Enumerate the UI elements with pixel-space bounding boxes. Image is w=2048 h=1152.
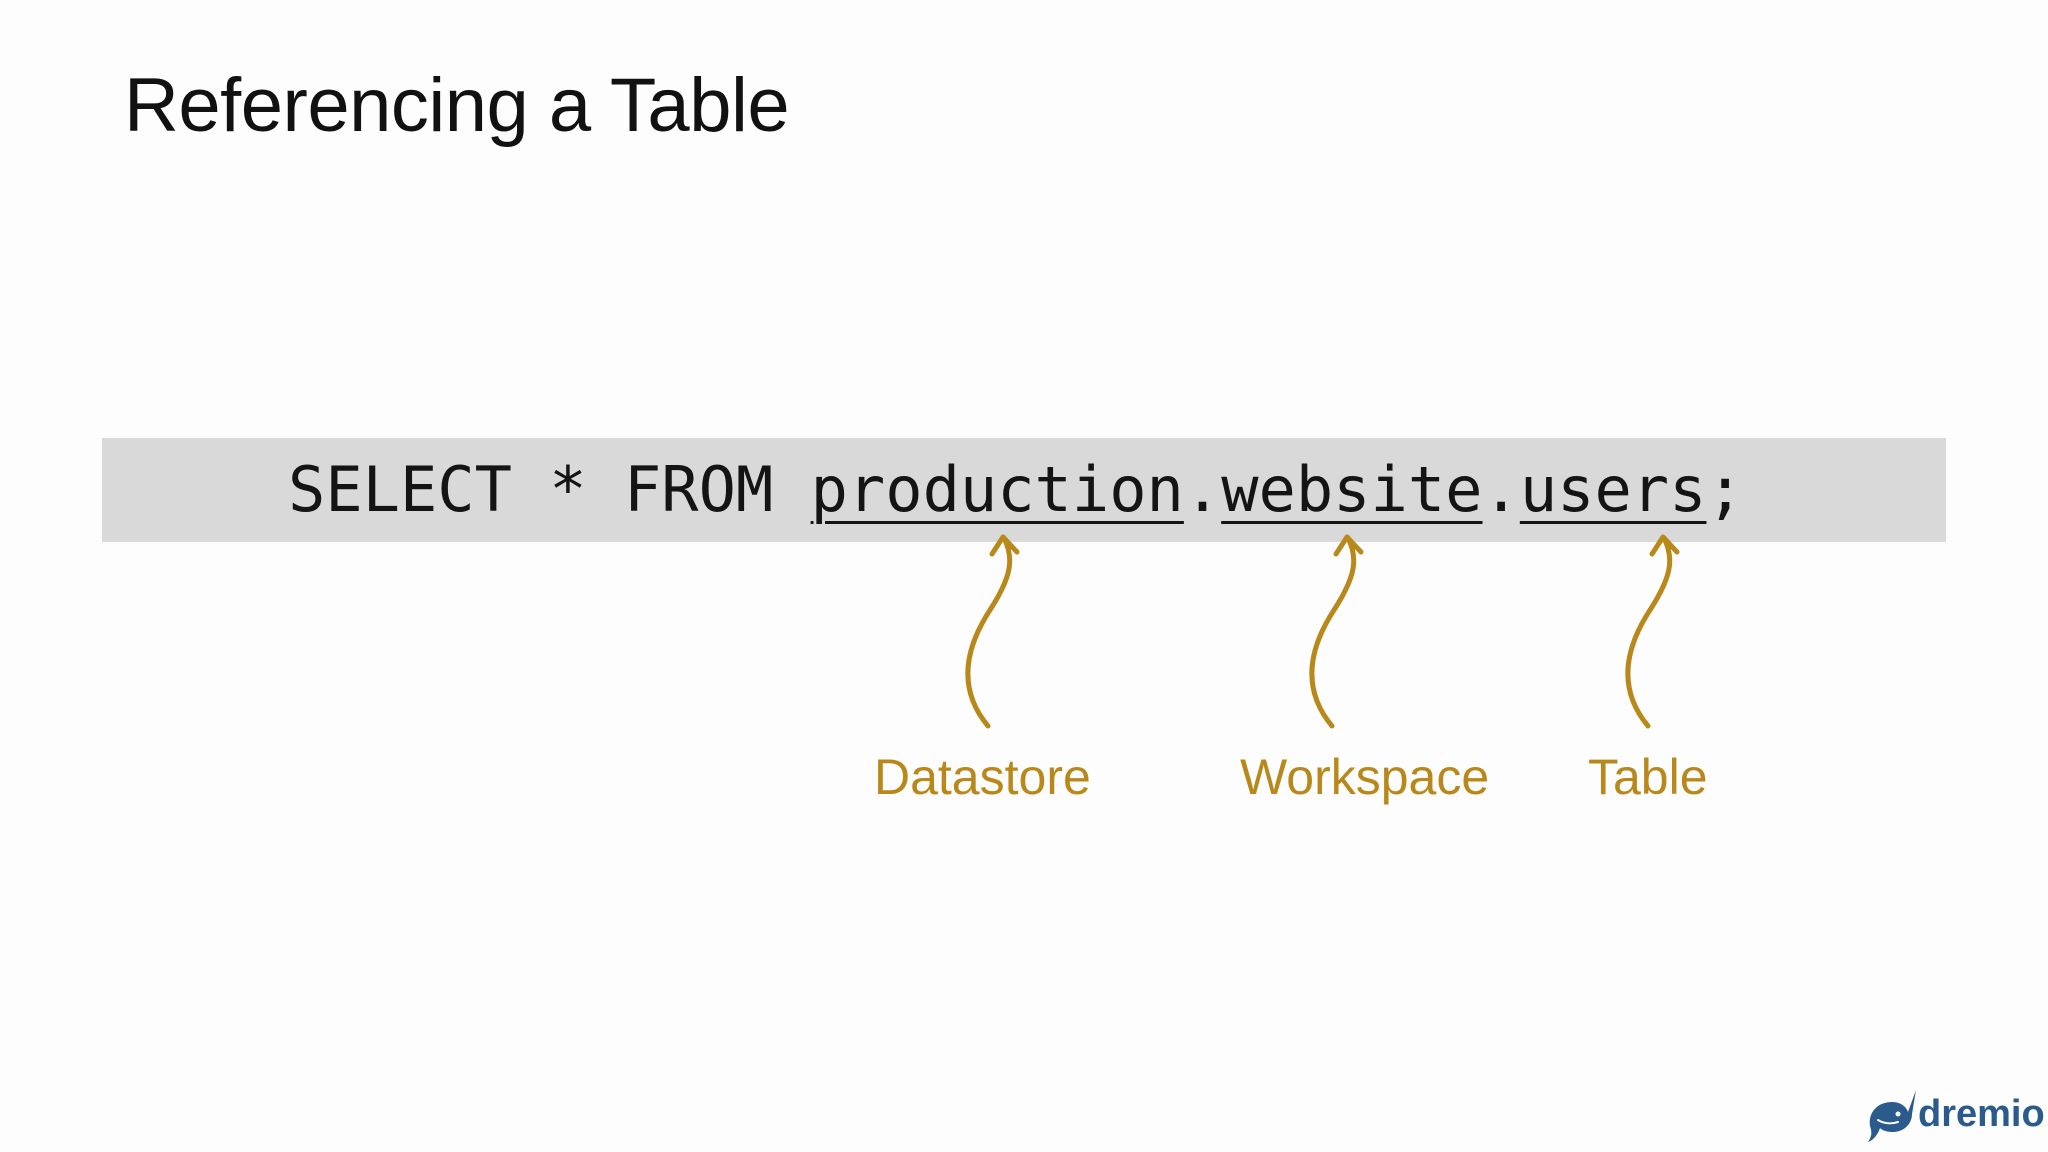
sql-keyword-select: SELECT	[288, 453, 512, 526]
sql-star: *	[549, 453, 587, 526]
sql-statement: SELECT * FROM production.website.users;	[288, 452, 1744, 528]
slide-title: Referencing a Table	[124, 63, 790, 148]
sql-table-name: users	[1519, 453, 1707, 526]
sql-keyword-from: FROM	[623, 453, 774, 526]
workspace-label: Workspace	[1240, 749, 1490, 805]
sql-terminator: ;	[1706, 453, 1744, 526]
datastore-label: Datastore	[874, 749, 1091, 805]
logo-wordmark: dremio	[1918, 1093, 2045, 1135]
sql-workspace-name: website	[1221, 453, 1483, 526]
datastore-arrow-icon	[965, 534, 1020, 729]
table-label: Table	[1588, 749, 1708, 805]
workspace-arrow-icon	[1309, 534, 1364, 729]
sql-dot-separator: .	[1482, 453, 1520, 526]
table-arrow-icon	[1625, 534, 1680, 729]
sql-dot-separator: .	[1183, 453, 1222, 526]
sql-datastore-name: production	[810, 453, 1184, 526]
narwhal-icon	[1868, 1090, 1916, 1142]
dremio-logo: dremio	[1862, 1086, 2045, 1148]
code-block-background	[102, 438, 1946, 542]
